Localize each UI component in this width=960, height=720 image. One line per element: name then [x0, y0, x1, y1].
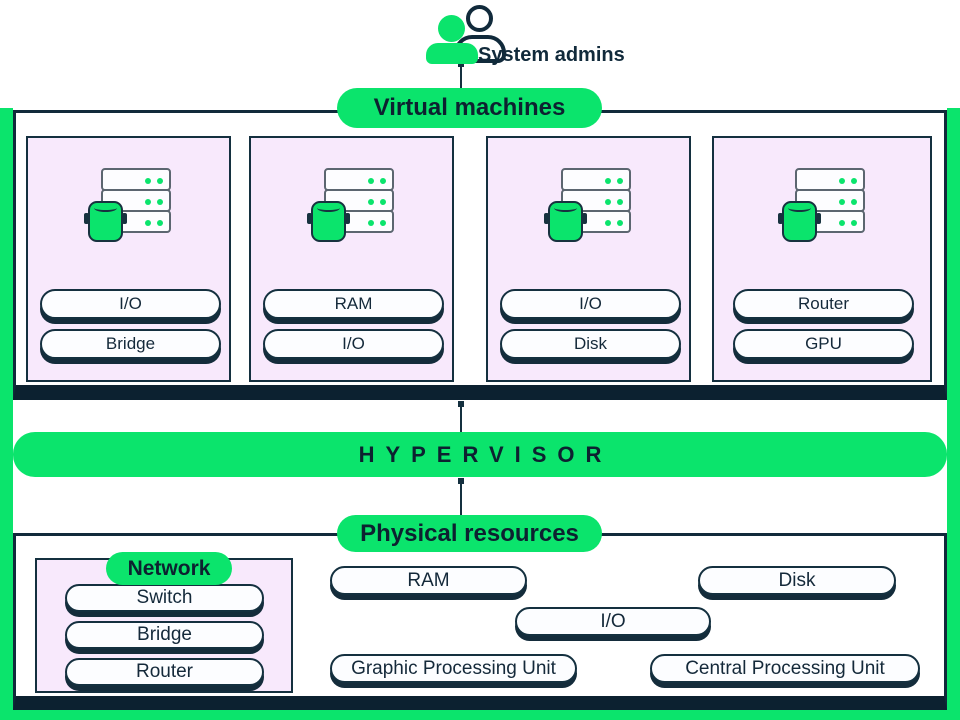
network-item-switch: Switch: [65, 584, 264, 612]
vm-card-3: I/O Disk: [486, 136, 691, 382]
server-icon: [307, 168, 395, 244]
virtual-machines-title: Virtual machines: [337, 88, 602, 128]
vm4-slot-2: GPU: [733, 329, 914, 359]
vm2-slot-1: RAM: [263, 289, 444, 319]
front-user-head-icon: [438, 15, 465, 42]
vm-card-4: Router GPU: [712, 136, 932, 382]
vm3-slot-1: I/O: [500, 289, 681, 319]
connector-line: [460, 403, 462, 432]
system-admins-label: System admins: [478, 44, 625, 66]
frame-left: [0, 108, 13, 720]
frame-bottom: [0, 708, 960, 720]
vm4-slot-1: Router: [733, 289, 914, 319]
resource-cpu: Central Processing Unit: [650, 654, 920, 683]
resource-disk: Disk: [698, 566, 896, 595]
network-item-router: Router: [65, 658, 264, 686]
resource-gpu: Graphic Processing Unit: [330, 654, 577, 683]
back-user-head-icon: [466, 5, 493, 32]
physical-resources-title: Physical resources: [337, 515, 602, 552]
connector-dot: [458, 61, 464, 67]
server-icon: [778, 168, 866, 244]
vm3-slot-2: Disk: [500, 329, 681, 359]
network-item-bridge: Bridge: [65, 621, 264, 649]
server-icon: [544, 168, 632, 244]
network-title: Network: [106, 552, 232, 585]
connector-dot: [458, 401, 464, 407]
connector-dot: [458, 478, 464, 484]
vm-card-1: I/O Bridge: [26, 136, 231, 382]
resource-ram: RAM: [330, 566, 527, 595]
hypervisor-bar: HYPERVISOR: [13, 432, 947, 477]
user-group-icon: [424, 2, 534, 64]
vm1-slot-2: Bridge: [40, 329, 221, 359]
connector-line: [460, 63, 462, 90]
server-icon: [84, 168, 172, 244]
vm1-slot-1: I/O: [40, 289, 221, 319]
resource-io: I/O: [515, 607, 711, 636]
connector-line: [460, 480, 462, 516]
frame-right: [947, 108, 960, 720]
vm2-slot-2: I/O: [263, 329, 444, 359]
vm-card-2: RAM I/O: [249, 136, 454, 382]
front-user-body-icon: [426, 43, 478, 64]
